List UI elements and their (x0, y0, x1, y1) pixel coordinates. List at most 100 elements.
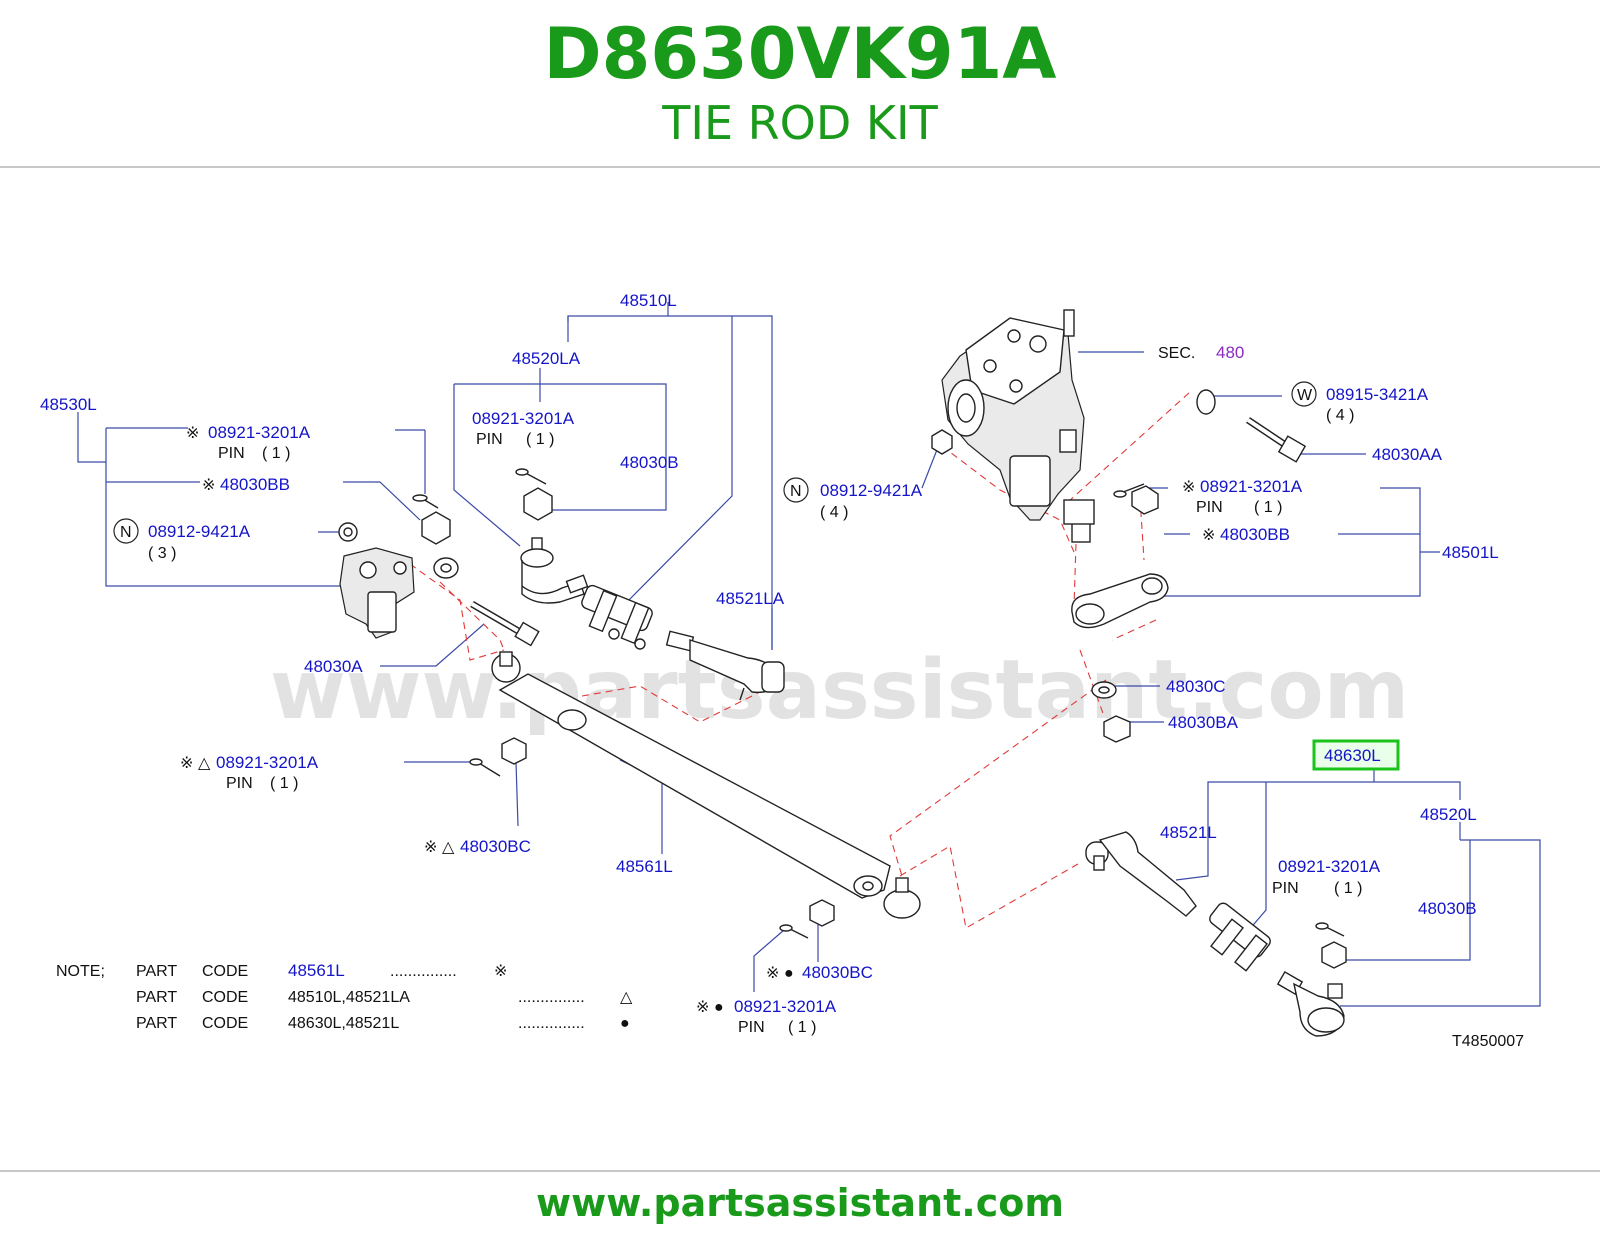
footer-divider (0, 1170, 1600, 1172)
washer-nut-drawing (1091, 681, 1131, 743)
label-48030C: 48030C (1166, 677, 1226, 696)
note-row-3-value: 48630L,48521L (288, 1015, 399, 1032)
symbol-w: W (1297, 387, 1313, 404)
label-48521LA: 48521LA (716, 589, 785, 608)
label-pin-right: PIN (1196, 499, 1223, 516)
assembly-dashed-lines (409, 391, 1191, 929)
label-08921-center: 08921-3201A (472, 409, 575, 428)
note-row-1-code: CODE (202, 963, 248, 980)
label-pin-left-qty: ( 1 ) (262, 445, 290, 462)
pitman-arm-drawing (1071, 483, 1169, 629)
part-number-title: D8630VK91A (543, 13, 1057, 95)
label-48030A: 48030A (304, 657, 363, 676)
label-08915-qty: ( 4 ) (1326, 407, 1354, 424)
label-sec-480: 480 (1216, 343, 1244, 362)
symbol-kome: ※ (186, 425, 199, 442)
part-labels: 48510L 48520LA 48530L ※ 08921-3201A PIN … (40, 291, 1524, 1050)
note-row-2-value: 48510L,48521LA (288, 989, 410, 1006)
label-pin-lower-right: PIN (1272, 880, 1299, 897)
label-48530L: 48530L (40, 395, 97, 414)
label-08921-lower-right: 08921-3201A (1278, 857, 1381, 876)
symbol-dot: ● (714, 999, 724, 1016)
label-48520L: 48520L (1420, 805, 1477, 824)
tie-rod-end-48520LA-drawing (515, 468, 589, 604)
label-08921-bottom: 08921-3201A (734, 997, 837, 1016)
symbol-kome: ※ (180, 755, 193, 772)
note-row-2-dots: ............... (518, 989, 585, 1006)
label-48630L: 48630L (1324, 746, 1381, 765)
note-row-3-symbol: ● (620, 1015, 630, 1032)
label-pin-left: PIN (218, 445, 245, 462)
label-pin-lower-right-qty: ( 1 ) (1334, 880, 1362, 897)
label-48030BC-lower: 48030BC (802, 963, 873, 982)
symbol-kome: ※ (1202, 527, 1215, 544)
symbol-kome: ※ (202, 477, 215, 494)
label-pin-lower-left-qty: ( 1 ) (270, 775, 298, 792)
note-row-2-code: CODE (202, 989, 248, 1006)
watermark-text: www.partsassistant.com (270, 643, 1409, 738)
bolt-48030AA-drawing (931, 389, 1307, 463)
label-48030BC-left: 48030BC (460, 837, 531, 856)
label-08912-left: 08912-9421A (148, 522, 251, 541)
center-link-48561L-drawing (469, 651, 921, 919)
symbol-kome: ※ (1182, 479, 1195, 496)
label-48561L: 48561L (616, 857, 673, 876)
label-48521L: 48521L (1160, 823, 1217, 842)
header-divider (0, 166, 1600, 168)
note-row-2-symbol: △ (620, 989, 633, 1006)
label-sec: SEC. (1158, 345, 1195, 362)
note-row-1-symbol: ※ (494, 963, 507, 980)
note-heading: NOTE; (56, 963, 105, 980)
note-row-1-part: PART (136, 963, 177, 980)
label-48030B-right: 48030B (1418, 899, 1477, 918)
label-pin-bottom: PIN (738, 1019, 765, 1036)
symbol-triangle: △ (442, 839, 455, 856)
label-08921-left: 08921-3201A (208, 423, 311, 442)
footer-url-link[interactable]: www.partsassistant.com (536, 1181, 1064, 1225)
note-row-3-part: PART (136, 1015, 177, 1032)
nut-48030BC-lower-drawing (779, 899, 835, 939)
idler-arm-bracket-drawing (338, 494, 459, 639)
tie-rod-end-48520L-drawing (1276, 922, 1347, 1037)
label-48030B-center: 48030B (620, 453, 679, 472)
label-08921-right: 08921-3201A (1200, 477, 1303, 496)
symbol-dot: ● (784, 965, 794, 982)
highlight-box-48630L (1312, 739, 1400, 771)
symbol-kome: ※ (766, 965, 779, 982)
w-circle-icon (1291, 381, 1317, 407)
kit-name-subtitle: TIE ROD KIT (662, 96, 938, 150)
label-48030BA: 48030BA (1168, 713, 1239, 732)
label-08915: 08915-3421A (1326, 385, 1429, 404)
label-48510L: 48510L (620, 291, 677, 310)
n-circle-icon (783, 477, 809, 503)
label-08912-right: 08912-9421A (820, 481, 923, 500)
n-circle-icon (113, 518, 139, 544)
note-row-3-dots: ............... (518, 1015, 585, 1032)
symbol-kome: ※ (696, 999, 709, 1016)
label-48520LA: 48520LA (512, 349, 581, 368)
page-header: D8630VK91A TIE ROD KIT (0, 0, 1600, 168)
label-pin-center-qty: ( 1 ) (526, 431, 554, 448)
label-48501L: 48501L (1442, 543, 1499, 562)
label-48030BB-left: 48030BB (220, 475, 290, 494)
steering-gear-box-drawing (941, 309, 1095, 543)
label-48030BB-right: 48030BB (1220, 525, 1290, 544)
symbol-n: N (120, 524, 132, 541)
bolt-48030A-drawing (470, 600, 540, 647)
adjuster-sleeve-drawing (581, 584, 653, 650)
label-08921-lower-left: 08921-3201A (216, 753, 319, 772)
label-48030AA: 48030AA (1372, 445, 1443, 464)
symbol-triangle: △ (198, 755, 211, 772)
symbol-n: N (790, 483, 802, 500)
diagram-code: T4850007 (1452, 1033, 1524, 1050)
note-block: NOTE; PART CODE 48561L ............... ※… (56, 961, 633, 1032)
label-pin-right-qty: ( 1 ) (1254, 499, 1282, 516)
label-pin-lower-left: PIN (226, 775, 253, 792)
symbol-kome: ※ (424, 839, 437, 856)
label-pin-center: PIN (476, 431, 503, 448)
label-pin-bottom-qty: ( 1 ) (788, 1019, 816, 1036)
note-row-3-code: CODE (202, 1015, 248, 1032)
note-row-2-part: PART (136, 989, 177, 1006)
note-row-1-dots: ............... (390, 963, 457, 980)
